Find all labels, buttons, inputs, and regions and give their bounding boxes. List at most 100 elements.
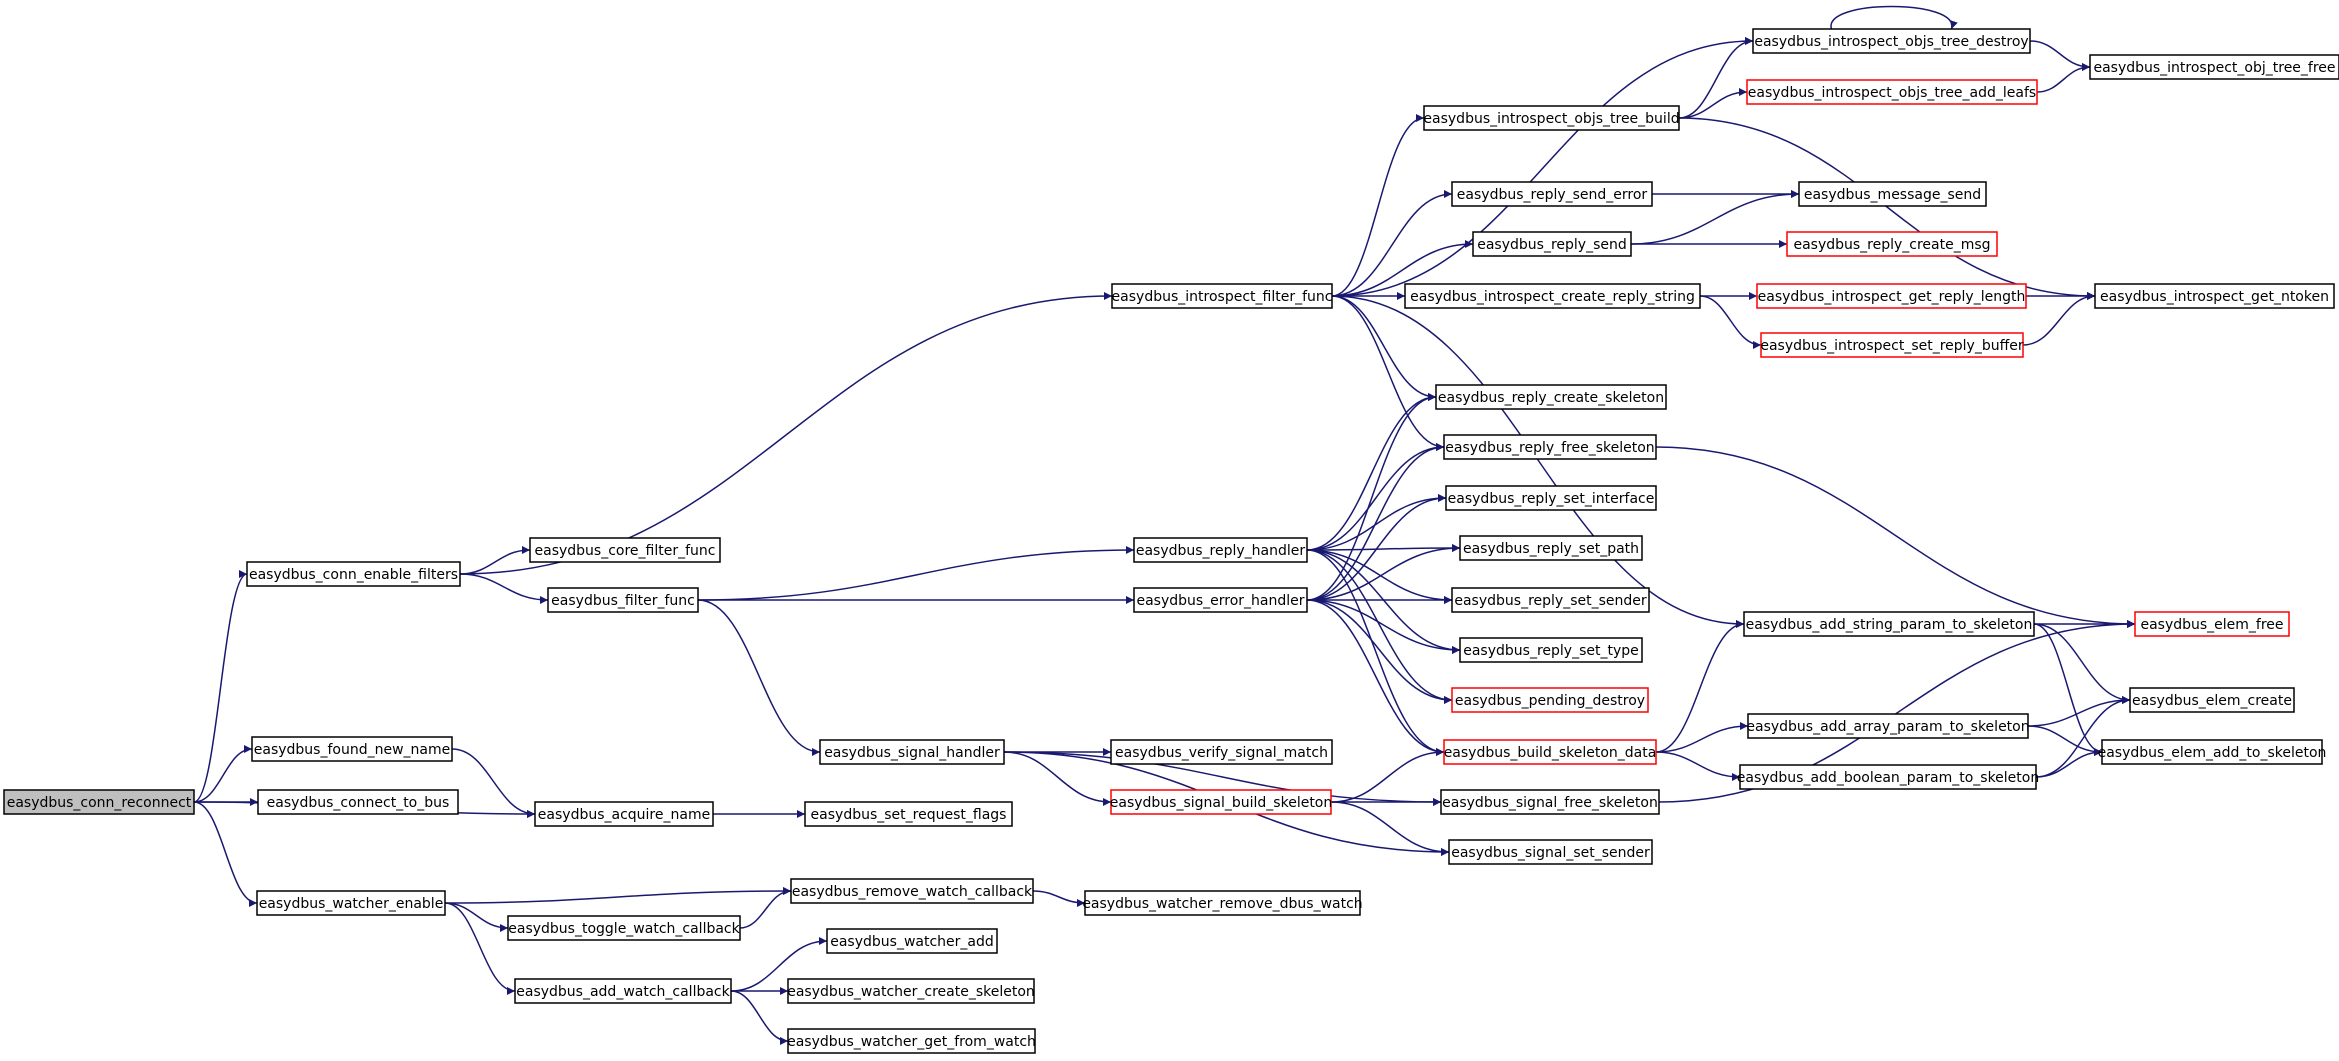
function-node-get-ntoken[interactable]: easydbus_introspect_get_ntoken bbox=[2094, 283, 2335, 309]
function-node-add-boolean-param[interactable]: easydbus_add_boolean_param_to_skeleton bbox=[1737, 764, 2039, 790]
call-edge-filter_func-to-reply_handler bbox=[697, 546, 1135, 601]
function-node-remove-watch-callback[interactable]: easydbus_remove_watch_callback bbox=[790, 878, 1034, 904]
node-label: easydbus_introspect_get_ntoken bbox=[2100, 289, 2329, 305]
function-node-elem-add-to-skeleton[interactable]: easydbus_elem_add_to_skeleton bbox=[2098, 739, 2327, 765]
call-edge-conn_reconnect-to-conn_enable_filters bbox=[193, 570, 248, 803]
function-node-signal-free-skeleton[interactable]: easydbus_signal_free_skeleton bbox=[1440, 789, 1660, 815]
node-label: easydbus_signal_build_skeleton bbox=[1110, 795, 1333, 811]
function-node-watcher-create-skeleton[interactable]: easydbus_watcher_create_skeleton bbox=[787, 978, 1035, 1004]
function-node-error-handler[interactable]: easydbus_error_handler bbox=[1133, 587, 1308, 613]
function-node-pending-destroy[interactable]: easydbus_pending_destroy bbox=[1451, 687, 1649, 713]
function-node-conn-reconnect[interactable]: easydbus_conn_reconnect bbox=[3, 789, 195, 815]
node-label: easydbus_reply_free_skeleton bbox=[1445, 440, 1654, 456]
node-box bbox=[1743, 611, 2035, 637]
node-box bbox=[547, 587, 699, 613]
function-node-watcher-get-from-watch[interactable]: easydbus_watcher_get_from_watch bbox=[787, 1028, 1036, 1054]
function-node-obj-tree-free[interactable]: easydbus_introspect_obj_tree_free bbox=[2089, 54, 2339, 80]
function-node-introspect-filter-func[interactable]: easydbus_introspect_filter_func bbox=[1111, 283, 1333, 309]
node-box bbox=[787, 978, 1035, 1004]
call-edge-conn_enable_filters-to-filter_func bbox=[459, 573, 549, 604]
function-node-set-request-flags[interactable]: easydbus_set_request_flags bbox=[804, 801, 1013, 827]
call-edge-watcher_enable-to-add_watch_callback bbox=[444, 902, 516, 995]
function-node-acquire-name[interactable]: easydbus_acquire_name bbox=[534, 801, 714, 827]
function-node-signal-handler[interactable]: easydbus_signal_handler bbox=[819, 739, 1005, 765]
call-edge-objs_tree_destroy-to-obj_tree_free bbox=[2029, 40, 2091, 71]
call-edge-reply_handler-to-build_skeleton_data bbox=[1306, 549, 1445, 756]
call-edge-signal_free_skeleton-to-elem_free bbox=[1658, 620, 2136, 803]
function-node-add-array-param[interactable]: easydbus_add_array_param_to_skeleton bbox=[1746, 713, 2030, 739]
call-edge-add_array_param-to-elem_create bbox=[2027, 696, 2131, 727]
call-edge-set_reply_buffer-to-get_ntoken bbox=[2022, 292, 2096, 346]
function-node-reply-set-sender[interactable]: easydbus_reply_set_sender bbox=[1451, 587, 1650, 613]
node-label: easydbus_add_array_param_to_skeleton bbox=[1746, 719, 2029, 735]
function-node-toggle-watch-callback[interactable]: easydbus_toggle_watch_callback bbox=[507, 915, 741, 941]
node-box bbox=[1435, 384, 1667, 410]
function-node-reply-handler[interactable]: easydbus_reply_handler bbox=[1133, 537, 1308, 563]
function-node-create-reply-string[interactable]: easydbus_introspect_create_reply_string bbox=[1404, 283, 1701, 309]
function-node-watcher-add[interactable]: easydbus_watcher_add bbox=[826, 928, 998, 954]
function-node-objs-tree-build[interactable]: easydbus_introspect_objs_tree_build bbox=[1423, 105, 1680, 131]
call-edge-watcher_enable-to-remove_watch_callback bbox=[444, 887, 792, 904]
node-box bbox=[1448, 839, 1653, 865]
function-node-objs-tree-destroy[interactable]: easydbus_introspect_objs_tree_destroy bbox=[1752, 28, 2031, 54]
function-node-conn-enable-filters[interactable]: easydbus_conn_enable_filters bbox=[246, 561, 461, 587]
call-edge-objs_tree_build-to-objs_tree_destroy bbox=[1678, 37, 1754, 119]
node-label: easydbus_introspect_create_reply_string bbox=[1410, 289, 1695, 305]
call-edge-error_handler-to-pending_destroy bbox=[1306, 599, 1453, 704]
node-label: easydbus_conn_enable_filters bbox=[249, 567, 458, 583]
node-box bbox=[1752, 28, 2031, 54]
function-node-found-new-name[interactable]: easydbus_found_new_name bbox=[251, 736, 453, 762]
call-edge-error_handler-to-reply_set_type bbox=[1306, 599, 1461, 654]
node-label: easydbus_found_new_name bbox=[254, 742, 450, 758]
function-node-reply-set-path[interactable]: easydbus_reply_set_path bbox=[1459, 535, 1643, 561]
function-node-objs-tree-add-leafs[interactable]: easydbus_introspect_objs_tree_add_leafs bbox=[1746, 79, 2038, 105]
function-node-add-watch-callback[interactable]: easydbus_add_watch_callback bbox=[514, 978, 732, 1004]
function-node-watcher-remove-dbus-watch[interactable]: easydbus_watcher_remove_dbus_watch bbox=[1082, 890, 1363, 916]
function-node-signal-build-skeleton[interactable]: easydbus_signal_build_skeleton bbox=[1110, 789, 1333, 815]
function-node-signal-set-sender[interactable]: easydbus_signal_set_sender bbox=[1448, 839, 1653, 865]
node-box bbox=[1760, 332, 2024, 358]
node-label: easydbus_reply_set_path bbox=[1463, 541, 1639, 557]
call-edge-conn_reconnect-to-watcher_enable bbox=[193, 801, 258, 907]
call-edge-add_string_param-to-elem_add_to_skeleton bbox=[2033, 623, 2103, 756]
function-node-set-reply-buffer[interactable]: easydbus_introspect_set_reply_buffer bbox=[1760, 332, 2024, 358]
node-box bbox=[1110, 739, 1333, 765]
function-node-reply-set-type[interactable]: easydbus_reply_set_type bbox=[1459, 637, 1643, 663]
function-node-add-string-param[interactable]: easydbus_add_string_param_to_skeleton bbox=[1743, 611, 2035, 637]
call-edge-conn_enable_filters-to-introspect_filter_func bbox=[459, 292, 1113, 575]
function-node-core-filter-func[interactable]: easydbus_core_filter_func bbox=[529, 537, 721, 563]
node-label: easydbus_reply_create_skeleton bbox=[1438, 390, 1664, 406]
function-node-verify-signal-match[interactable]: easydbus_verify_signal_match bbox=[1110, 739, 1333, 765]
call-edge-objs_tree_build-to-get_ntoken bbox=[1678, 117, 2096, 300]
function-node-watcher-enable[interactable]: easydbus_watcher_enable bbox=[256, 890, 446, 916]
function-node-build-skeleton-data[interactable]: easydbus_build_skeleton_data bbox=[1443, 739, 1657, 765]
function-node-filter-func[interactable]: easydbus_filter_func bbox=[547, 587, 699, 613]
call-edge-conn_reconnect-to-found_new_name bbox=[193, 745, 253, 803]
function-node-message-send[interactable]: easydbus_message_send bbox=[1798, 181, 1987, 207]
function-node-reply-create-msg[interactable]: easydbus_reply_create_msg bbox=[1786, 231, 1998, 257]
call-edge-introspect_filter_func-to-reply_create_skeleton bbox=[1331, 295, 1437, 401]
function-node-reply-free-skeleton[interactable]: easydbus_reply_free_skeleton bbox=[1443, 434, 1657, 460]
function-node-reply-send[interactable]: easydbus_reply_send bbox=[1472, 231, 1632, 257]
function-node-elem-free[interactable]: easydbus_elem_free bbox=[2134, 611, 2290, 637]
function-node-reply-create-skeleton[interactable]: easydbus_reply_create_skeleton bbox=[1435, 384, 1667, 410]
function-node-connect-to-bus[interactable]: easydbus_connect_to_bus bbox=[257, 789, 459, 815]
call-edge-reply_handler-to-reply_free_skeleton bbox=[1306, 443, 1445, 551]
function-node-reply-set-interface[interactable]: easydbus_reply_set_interface bbox=[1445, 485, 1657, 511]
call-edge-reply_free_skeleton-to-elem_free bbox=[1655, 446, 2136, 628]
function-node-get-reply-length[interactable]: easydbus_introspect_get_reply_length bbox=[1756, 283, 2027, 309]
node-box bbox=[790, 878, 1034, 904]
function-node-elem-create[interactable]: easydbus_elem_create bbox=[2129, 687, 2295, 713]
call-edge-reply_handler-to-pending_destroy bbox=[1306, 549, 1453, 704]
node-box bbox=[1111, 283, 1333, 309]
node-label: easydbus_reply_handler bbox=[1136, 543, 1306, 559]
node-box bbox=[1440, 789, 1660, 815]
node-label: easydbus_introspect_get_reply_length bbox=[1758, 289, 2026, 305]
node-box bbox=[2094, 283, 2335, 309]
node-box bbox=[257, 789, 459, 815]
function-node-reply-send-error[interactable]: easydbus_reply_send_error bbox=[1451, 181, 1653, 207]
node-label: easydbus_add_boolean_param_to_skeleton bbox=[1737, 770, 2039, 786]
call-edge-add_watch_callback-to-watcher_add bbox=[730, 937, 828, 992]
node-label: easydbus_reply_send bbox=[1477, 237, 1627, 253]
